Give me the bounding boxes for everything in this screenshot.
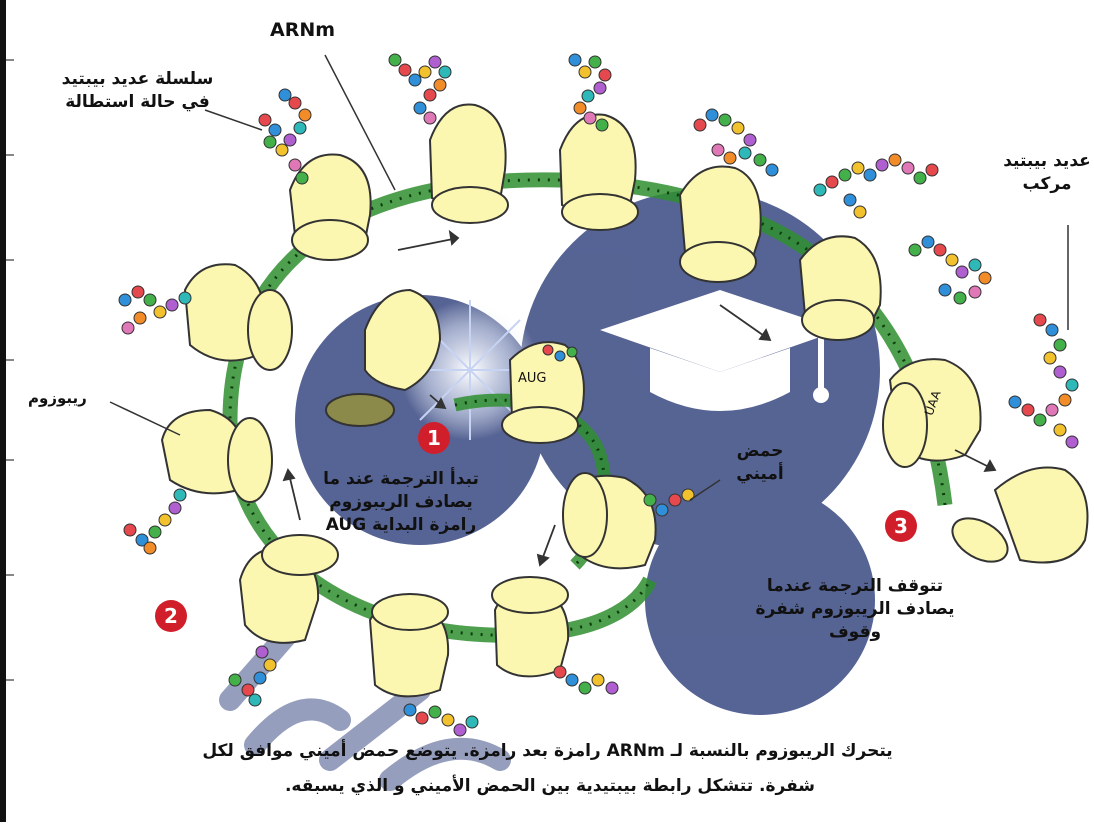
chain xyxy=(694,109,778,176)
chain xyxy=(814,154,938,218)
chain xyxy=(554,666,618,694)
ribosome xyxy=(290,154,371,260)
ruler-ticks xyxy=(6,60,14,680)
ribosome xyxy=(492,577,568,676)
bottom-caption-line2: شفرة. تتشكل رابطة بيبتيدية بين الحمض الأ… xyxy=(200,775,900,798)
step-2-badge: 2 xyxy=(155,600,187,632)
step-3-badge: 3 xyxy=(885,510,917,542)
ribosome xyxy=(560,114,638,230)
ribosome xyxy=(162,410,272,502)
ribosome xyxy=(680,167,761,282)
chain xyxy=(119,286,191,334)
bottom-caption-line1: يتحرك الريبوزوم بالنسبة لـ ARNm رامزة بع… xyxy=(40,740,1055,763)
aug-codon-label: AUG xyxy=(518,370,546,388)
ribosome-subunit xyxy=(326,394,394,426)
chain xyxy=(1009,314,1078,448)
stop-translation-text: تتوقف الترجمة عندما يصادف الريبوزوم شفرة… xyxy=(735,575,975,644)
left-border xyxy=(0,0,6,822)
ribosome-label: ريبوزوم xyxy=(28,388,87,408)
amino-acid-label: حمض أميني xyxy=(720,440,800,486)
chain xyxy=(389,54,451,124)
mrna-label: ARNm xyxy=(270,18,335,44)
ribosome-released xyxy=(945,468,1087,571)
chain-elongation-label: سلسلة عديد بيبتيد في حالة استطالة xyxy=(55,68,220,114)
chain xyxy=(909,236,991,304)
step-1-badge: 1 xyxy=(418,422,450,454)
ribosome xyxy=(370,594,448,696)
chain xyxy=(569,54,611,131)
ribosome xyxy=(430,104,508,223)
polypeptide-complex-label: عديد بيبتيد مركب xyxy=(1000,150,1094,196)
chain xyxy=(124,489,186,554)
start-translation-text: تبدأ الترجمة عند ما يصادف الريبوزوم رامز… xyxy=(312,468,490,537)
ribosome xyxy=(800,236,881,340)
chain xyxy=(404,704,478,736)
